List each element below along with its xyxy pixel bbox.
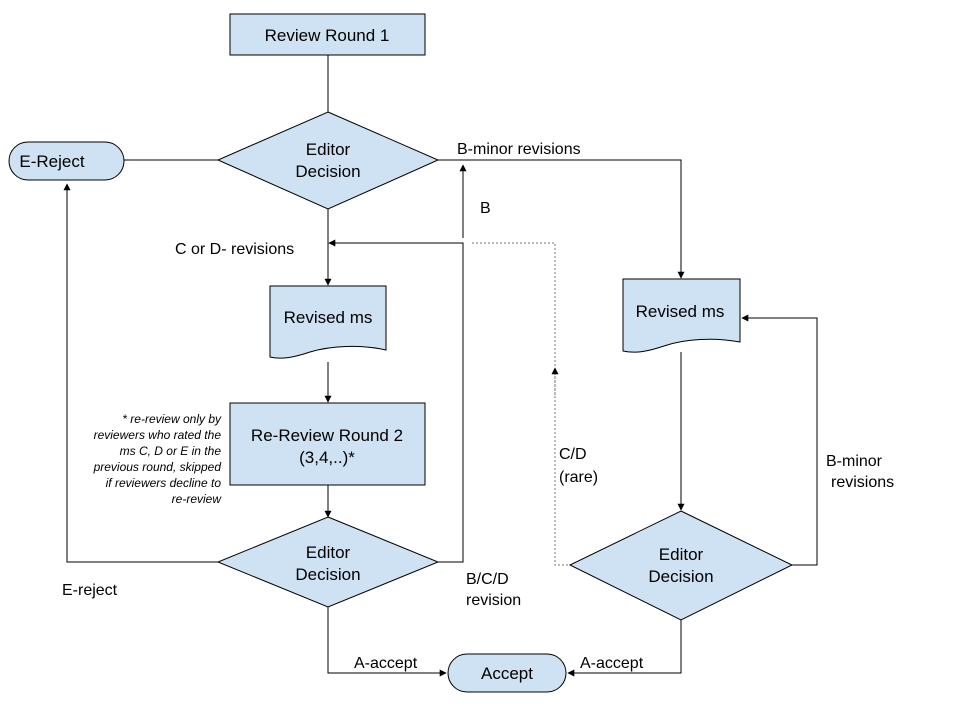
revised-ms-left-label: Revised ms [284,308,373,327]
accept-label: Accept [481,664,533,683]
accept-terminal[interactable] [447,653,567,693]
editor-decision-1-label-line1: Editor [306,140,351,159]
edge-label-bcd-line2: revision [466,592,521,609]
edge-label-b-minor-right-line1: B-minor [826,453,883,470]
note-line: re-review [172,492,223,506]
edge-label-cd-line1: C/D [559,446,587,463]
revised-ms-left-document[interactable] [269,285,387,359]
note-line: previous round, skipped [93,460,222,474]
editor-decision-3-label-line2: Decision [648,567,713,586]
edge-label-b-minor-top: B-minor revisions [457,141,581,158]
revised-ms-right-document[interactable] [622,278,741,353]
note-line: * re-review only by [122,412,222,426]
note-line: ms C, D or E in the [120,444,222,458]
edge-label-c-or-d: C or D- revisions [175,241,294,258]
edge-label-cd-line2: (rare) [559,469,598,486]
editor-decision-1-label-line2: Decision [295,162,360,181]
editor-decision-3-diamond[interactable] [568,510,794,621]
editor-decision-2-diamond[interactable] [216,516,440,608]
editor-decision-2-label-line2: Decision [295,565,360,584]
editor-decision-1-diamond[interactable] [216,111,440,210]
edge-decision1-to-revised-right [438,159,685,279]
re-review-label-line1: Re-Review Round 2 [251,426,403,445]
edge-decision3-to-revised-right [741,314,818,566]
review-round-1-box[interactable] [229,13,426,56]
edge-decision3-loop-back-dotted [470,242,568,566]
edge-label-a-accept-right: A-accept [580,655,644,672]
edge-decision3-to-accept [567,620,682,677]
re-review-label-line2: (3,4,..)* [299,448,355,467]
re-review-round-2-box[interactable] [229,402,426,486]
edge-decision2-to-ereject [63,183,218,563]
edge-decision2-to-accept [327,607,447,677]
review-round-1-label: Review Round 1 [265,26,390,45]
edge-label-bcd-line1: B/C/D [466,571,509,588]
editor-decision-2-label-line1: Editor [306,543,351,562]
edge-label-a-accept-left: A-accept [354,655,418,672]
note-line: if reviewers decline to [106,476,222,490]
edge-label-e-reject: E-reject [62,582,118,599]
edge-decision2-loop-back [328,239,464,563]
e-reject-terminal[interactable] [8,141,125,181]
edge-label-b-minor-right-line2: revisions [831,474,894,491]
e-reject-label: E-Reject [19,152,84,171]
re-review-footnote: * re-review only by reviewers who rated … [93,412,223,506]
editor-decision-3-label-line1: Editor [659,545,704,564]
edge-label-b: B [480,200,491,217]
revised-ms-right-label: Revised ms [636,302,725,321]
note-line: reviewers who rated the [94,428,222,442]
